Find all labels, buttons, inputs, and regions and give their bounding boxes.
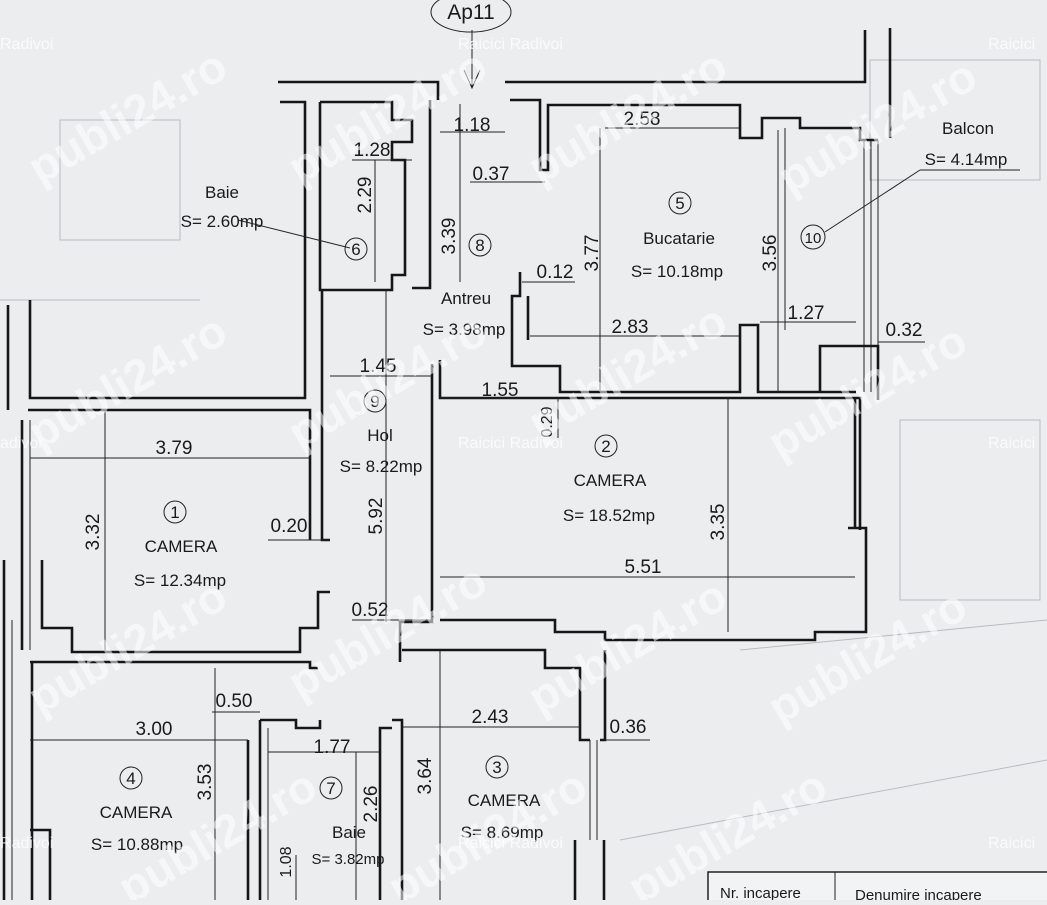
room-8-name: Antreu: [441, 289, 491, 308]
dim-3-56: 3.56: [760, 235, 781, 272]
room-9-number: 9: [370, 392, 379, 411]
watermark-publi24: publi24.ro: [279, 554, 495, 709]
room-10-area: S= 4.14mp: [925, 150, 1008, 169]
dim-2-83: 2.83: [612, 317, 649, 338]
dim-0-32: 0.32: [886, 320, 923, 341]
background-lines: [0, 59, 1047, 841]
room-4-area: S= 10.88mp: [91, 835, 183, 854]
dim-1-28: 1.28: [354, 140, 391, 161]
dimension-labels: 1.18 2.58 1.28 2.29 0.37 3.39 3.77 3.56 …: [83, 109, 922, 878]
room-7-area: S= 3.82mp: [312, 851, 385, 868]
room-2-area: S= 18.52mp: [563, 506, 655, 525]
room-3-number: 3: [492, 758, 501, 777]
dim-0-29: 0.29: [539, 406, 556, 437]
room-10-name: Balcon: [942, 119, 994, 138]
watermarks: publi24.ro publi24.ro publi24.ro publi24…: [0, 36, 1035, 905]
dim-3-79: 3.79: [156, 438, 193, 459]
watermark-owner: Raicici: [988, 835, 1035, 852]
legend-col-1: Nr. incapere: [720, 885, 801, 900]
watermark-owner: Raicici Radivoi: [458, 435, 563, 452]
watermark-owner: Radivoi: [0, 36, 53, 53]
dim-1-77: 1.77: [314, 737, 351, 758]
dimension-lines: [30, 30, 1020, 900]
room-6-number: 6: [351, 240, 360, 259]
room-number-circles: [119, 0, 826, 800]
dim-2-43: 2.43: [472, 707, 509, 728]
dim-2-26: 2.26: [361, 786, 382, 823]
dim-0-36: 0.36: [610, 717, 647, 738]
dim-1-45: 1.45: [360, 356, 397, 377]
room-5-number: 5: [675, 194, 684, 213]
room-1-area: S= 12.34mp: [134, 571, 226, 590]
watermark-publi24: publi24.ro: [519, 569, 735, 724]
dim-3-00: 3.00: [136, 719, 173, 740]
dim-3-53: 3.53: [195, 764, 216, 801]
watermark-publi24: publi24.ro: [519, 39, 735, 194]
dim-3-39: 3.39: [439, 218, 460, 255]
legend-table: Nr. incapere Denumire incapere: [707, 871, 1047, 905]
dim-3-35: 3.35: [708, 504, 729, 541]
watermark-owner: adivoi: [0, 435, 42, 452]
dim-2-29: 2.29: [355, 177, 376, 214]
room-7-name: Baie: [332, 823, 366, 842]
watermark-owner: Radivoi: [0, 835, 53, 852]
room-6-area: S= 2.60mp: [181, 212, 264, 231]
watermark-owner: Raicici: [988, 36, 1035, 53]
dim-1-18: 1.18: [454, 115, 491, 136]
room-9-area: S= 8.22mp: [340, 457, 423, 476]
room-6-name: Baie: [205, 183, 239, 202]
dim-5-51: 5.51: [625, 557, 662, 578]
watermark-publi24: publi24.ro: [19, 304, 235, 459]
dim-3-64: 3.64: [415, 757, 436, 794]
room-8-number: 8: [475, 236, 484, 255]
dim-1-08: 1.08: [278, 846, 295, 877]
watermark-owner: Raicici Radivoi: [458, 36, 563, 53]
room-9-name: Hol: [367, 426, 393, 445]
dim-0-52: 0.52: [352, 600, 389, 621]
room-5-name: Bucatarie: [643, 229, 715, 248]
room-1-number: 1: [170, 503, 179, 522]
room-3-name: CAMERA: [468, 791, 541, 810]
legend-col-2: Denumire incapere: [855, 887, 982, 900]
dim-0-20: 0.20: [271, 516, 308, 537]
room-3-area: S= 8.69mp: [461, 823, 544, 842]
room-4-name: CAMERA: [100, 803, 173, 822]
dim-0-37: 0.37: [473, 164, 510, 185]
room-8-area: S= 3.98mp: [423, 320, 506, 339]
dim-1-27: 1.27: [788, 303, 825, 324]
walls: [2, 28, 892, 900]
watermark-owner: Raicici Radivoi: [458, 835, 563, 852]
apartment-label: Ap11: [447, 1, 495, 24]
room-5-area: S= 10.18mp: [631, 262, 723, 281]
dim-2-58: 2.58: [624, 109, 661, 130]
dim-1-55: 1.55: [482, 380, 519, 401]
room-1-name: CAMERA: [145, 537, 218, 556]
room-10-number: 10: [805, 230, 822, 247]
dim-0-50: 0.50: [216, 691, 253, 712]
watermark-publi24: publi24.ro: [19, 569, 235, 724]
dim-3-32: 3.32: [83, 514, 104, 551]
dim-0-12: 0.12: [537, 262, 574, 283]
room-4-number: 4: [126, 769, 135, 788]
dim-3-77: 3.77: [582, 235, 603, 272]
room-2-number: 2: [601, 437, 610, 456]
room-7-number: 7: [326, 779, 335, 798]
watermark-publi24: publi24.ro: [379, 759, 595, 900]
dim-5-92: 5.92: [366, 498, 387, 535]
watermark-owner: Raicici: [988, 435, 1035, 452]
watermark-publi24: publi24.ro: [19, 39, 235, 194]
room-2-name: CAMERA: [574, 471, 647, 490]
